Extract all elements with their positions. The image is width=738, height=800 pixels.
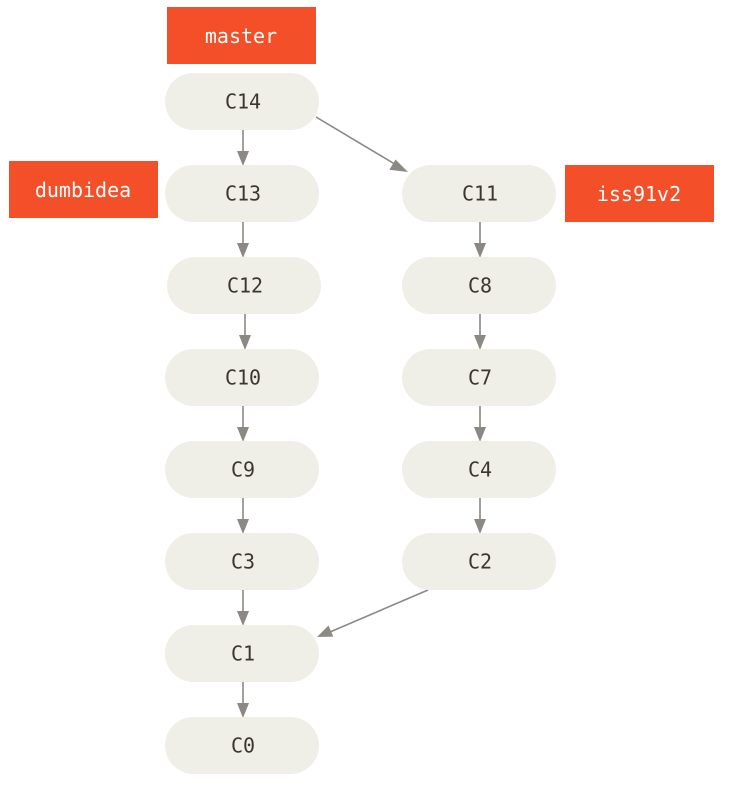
branch-label-dumbidea-text: dumbidea — [35, 178, 131, 202]
edges — [237, 116, 486, 718]
commit-node-c1: C1 — [165, 625, 319, 682]
branch-label-dumbidea: dumbidea — [9, 161, 158, 218]
commit-label: C2 — [468, 550, 492, 574]
commit-node-c12: C12 — [167, 257, 321, 314]
arrowhead-icon — [237, 243, 249, 258]
commit-node-c2: C2 — [402, 533, 556, 590]
commit-node-c14: C14 — [165, 73, 319, 130]
branch-label-iss91v2-text: iss91v2 — [597, 182, 681, 206]
branch-label-master-text: master — [205, 24, 277, 48]
branch-label-master: master — [167, 7, 316, 64]
commit-node-c9: C9 — [165, 441, 319, 498]
commit-node-c3: C3 — [165, 533, 319, 590]
branch-label-iss91v2: iss91v2 — [565, 165, 714, 222]
arrowhead-icon — [237, 611, 249, 626]
commit-label: C10 — [225, 366, 261, 390]
commit-label: C1 — [231, 642, 255, 666]
arrowhead-icon — [317, 625, 334, 637]
arrowhead-icon — [474, 335, 486, 350]
edge-c2-c1 — [329, 589, 429, 633]
edge-c14-c11 — [315, 116, 399, 167]
commit-node-c4: C4 — [402, 441, 556, 498]
arrowhead-icon — [389, 159, 408, 172]
arrowhead-icon — [474, 519, 486, 534]
commit-label: C7 — [468, 366, 492, 390]
commit-node-c10: C10 — [165, 349, 319, 406]
commit-node-c8: C8 — [402, 257, 556, 314]
commit-label: C0 — [231, 734, 255, 758]
commit-label: C11 — [462, 182, 498, 206]
arrowhead-icon — [474, 243, 486, 258]
arrowhead-icon — [237, 427, 249, 442]
commit-node-c11: C11 — [402, 165, 556, 222]
commit-label: C3 — [231, 550, 255, 574]
commit-label: C12 — [227, 274, 263, 298]
commit-label: C4 — [468, 458, 492, 482]
arrowhead-icon — [237, 151, 249, 166]
commit-label: C14 — [225, 90, 261, 114]
commit-label: C9 — [231, 458, 255, 482]
arrowhead-icon — [474, 427, 486, 442]
commit-label: C8 — [468, 274, 492, 298]
arrowhead-icon — [237, 519, 249, 534]
arrowhead-icon — [239, 335, 251, 350]
commit-node-c13: C13 — [165, 165, 319, 222]
commit-label: C13 — [225, 182, 261, 206]
commit-node-c7: C7 — [402, 349, 556, 406]
commit-node-c0: C0 — [165, 717, 319, 774]
arrowhead-icon — [237, 703, 249, 718]
